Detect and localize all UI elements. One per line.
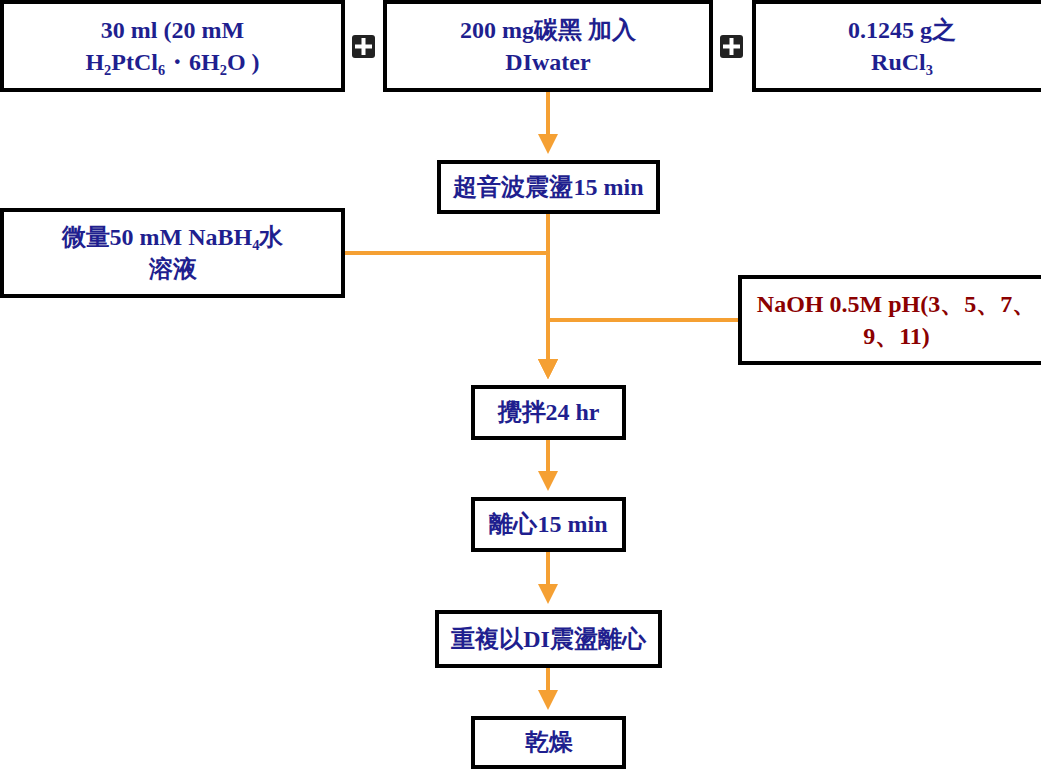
process-box: 重複以DI震盪離心 [435,610,662,668]
box-text-group: NaOH 0.5M pH(3、5、7、9、11) [754,288,1039,353]
flow-arrow [546,668,550,706]
box-text-group: 攪拌24 hr [498,396,600,428]
box-label: 200 mg碳黑 加入DIwater [438,14,658,79]
process-box: 乾燥 [471,716,626,769]
box-label: 重複以DI震盪離心 [451,623,646,655]
box-label: 超音波震盪15 min [453,171,643,203]
flow-arrow [546,552,550,600]
process-box: 200 mg碳黑 加入DIwater [383,0,713,92]
box-text-group: 超音波震盪15 min [453,171,643,203]
plus-symbol [352,35,375,58]
box-text-group: 離心15 min [489,508,607,540]
process-box: 超音波震盪15 min [437,160,660,214]
flow-arrow [548,320,738,375]
box-label: 微量50 mM NaBH₄水溶液 [58,221,288,286]
process-box: 0.1245 g之 RuCl₃ [752,0,1041,92]
process-box: 微量50 mM NaBH₄水溶液 [0,208,345,298]
plus-symbol [720,35,743,58]
box-text-group: 重複以DI震盪離心 [451,623,646,655]
flow-arrow [546,440,550,487]
box-text-group: 乾燥 [525,726,573,758]
box-text-group: 200 mg碳黑 加入DIwater [438,14,658,79]
box-label: 30 ml (20 mM H₂PtCl₆・6H₂O ) [48,14,298,79]
box-label: 乾燥 [525,726,573,758]
box-text-group: 0.1245 g之 RuCl₃ [827,14,977,79]
box-label: 0.1245 g之 RuCl₃ [827,14,977,79]
box-label: 攪拌24 hr [498,396,600,428]
process-box: 離心15 min [471,497,626,552]
box-text-group: 微量50 mM NaBH₄水溶液 [58,221,288,286]
flow-arrow [345,253,548,375]
process-box: NaOH 0.5M pH(3、5、7、9、11) [738,275,1041,365]
process-box: 30 ml (20 mM H₂PtCl₆・6H₂O ) [0,0,345,92]
box-label: 離心15 min [489,508,607,540]
box-label: NaOH 0.5M pH(3、5、7、9、11) [754,288,1039,353]
process-box: 攪拌24 hr [471,385,626,440]
flow-arrow [546,92,550,150]
box-text-group: 30 ml (20 mM H₂PtCl₆・6H₂O ) [48,14,298,79]
